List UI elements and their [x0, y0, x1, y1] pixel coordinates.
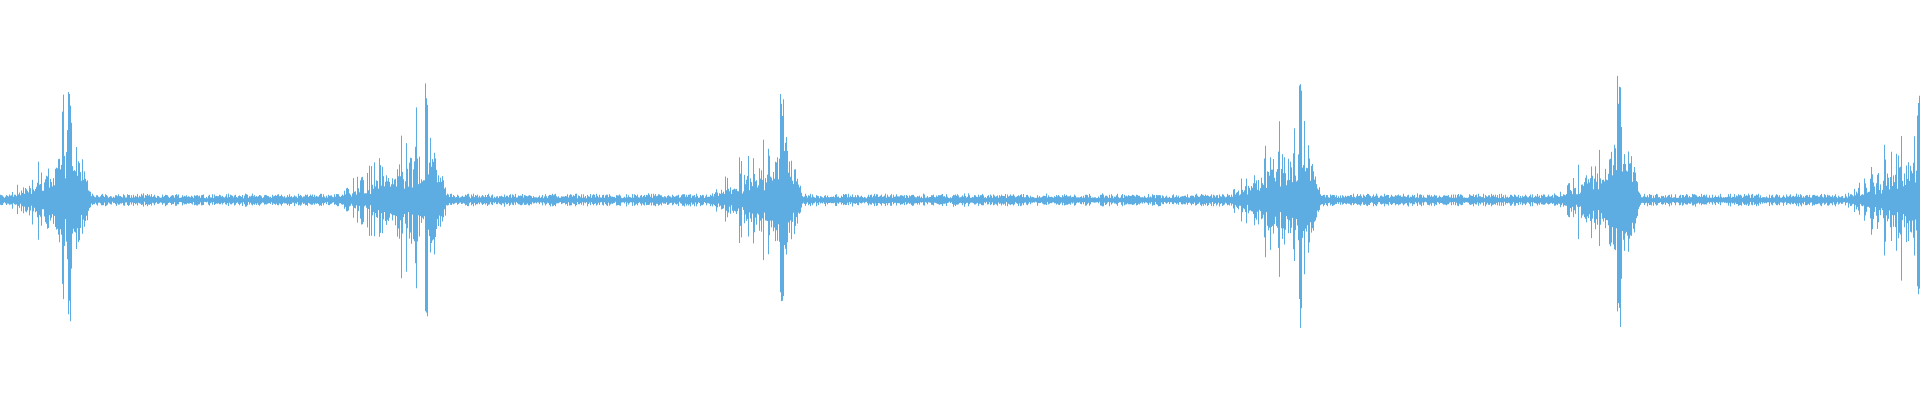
waveform-trace: [0, 75, 1920, 328]
waveform-peaks: [0, 75, 1920, 328]
